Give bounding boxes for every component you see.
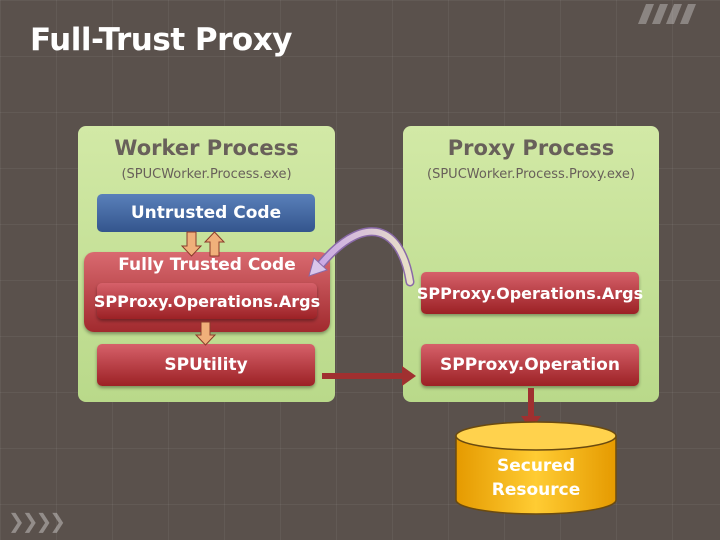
worker-process-subtitle: (SPUCWorker.Process.exe) <box>121 167 292 182</box>
proxy-operation-box: SPProxy.Operation <box>421 344 639 386</box>
fully-trusted-code-label: Fully Trusted Code <box>118 255 296 275</box>
corner-stripes <box>630 4 700 28</box>
chevrons-decoration: ❯❯❯❯ <box>8 509 66 533</box>
worker-args-box: SPProxy.Operations.Args <box>94 283 320 319</box>
utility-to-operation-arrow-icon <box>322 366 416 386</box>
worker-process-title: Worker Process <box>114 136 299 160</box>
database-cylinder-icon <box>455 421 617 515</box>
up-arrow-icon <box>203 231 226 257</box>
args-to-utility-arrow-icon <box>194 321 217 346</box>
down-arrow-icon <box>180 231 203 257</box>
secured-resource-line2: Resource <box>491 480 581 500</box>
untrusted-code-box: Untrusted Code <box>97 194 315 232</box>
curved-return-arrow-icon <box>308 227 415 287</box>
proxy-process-subtitle: (SPUCWorker.Process.Proxy.exe) <box>427 167 635 182</box>
secured-resource-label: Secured Resource <box>456 454 616 502</box>
proxy-args-box: SPProxy.Operations.Args <box>417 272 643 314</box>
proxy-process-title: Proxy Process <box>447 136 615 160</box>
secured-resource-line1: Secured <box>496 456 576 476</box>
slide-title: Full-Trust Proxy <box>30 22 292 58</box>
sputility-box: SPUtility <box>97 344 315 386</box>
